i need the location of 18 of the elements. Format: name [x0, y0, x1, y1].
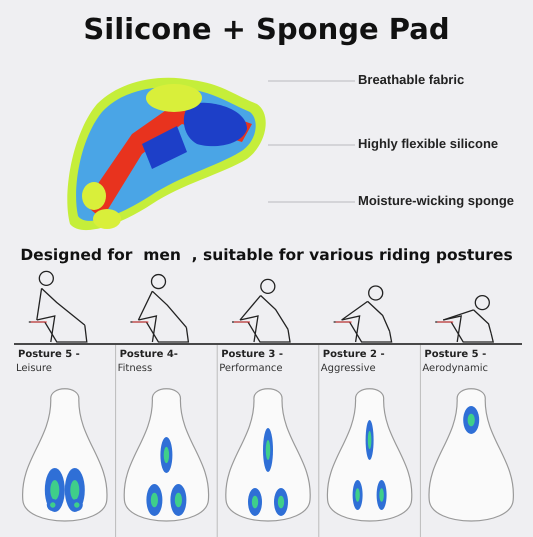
posture-name: Fitness [118, 363, 152, 374]
posture-name: Performance [219, 363, 283, 374]
posture-heading: Posture 2 - [322, 349, 385, 360]
callout-text: Moisture-wicking sponge [358, 193, 523, 211]
title: Silicone + Sponge Pad [82, 12, 451, 46]
posture-name: Leisure [16, 363, 52, 374]
leader-line [268, 144, 355, 146]
callout-text: Highly flexible silicone [358, 136, 498, 154]
posture-name: Aggressive [320, 363, 376, 374]
posture-name: Aerodynamic [422, 363, 488, 374]
leader-line [268, 80, 355, 82]
callout-text: Breathable fabric [358, 72, 468, 90]
leader-line [268, 201, 355, 203]
subtitle: Designed for men , suitable for various riding postures [19, 246, 514, 264]
posture-heading: Posture 5 - [424, 349, 486, 360]
posture-heading: Posture 4- [120, 349, 178, 360]
posture-heading: Posture 5 - [18, 349, 80, 360]
posture-heading: Posture 3 - [221, 349, 284, 360]
